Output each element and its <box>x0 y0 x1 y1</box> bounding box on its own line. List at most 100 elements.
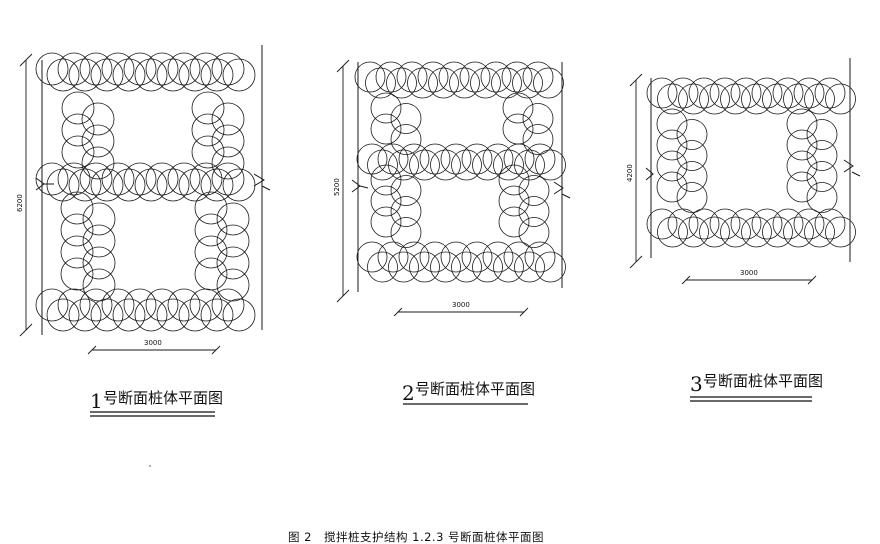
section-3-pile <box>656 150 688 182</box>
section-2-pile <box>524 241 556 273</box>
section-1-pile <box>145 52 179 86</box>
section-1-pile <box>123 288 157 322</box>
section-3-pile <box>814 77 846 109</box>
section-2-pile <box>417 61 449 93</box>
section-3-pile <box>657 83 688 115</box>
section-2-pile <box>386 67 417 99</box>
section-1-pile <box>82 224 116 258</box>
section-1-pile <box>167 52 201 86</box>
section-1-pile <box>81 146 115 180</box>
section-1-pile <box>46 298 80 332</box>
section-1-pile <box>57 288 91 322</box>
section-2-pile <box>438 61 470 93</box>
section-1-pile <box>145 162 179 196</box>
section-2-pile <box>482 241 514 273</box>
section-2-pile <box>365 67 396 99</box>
section-1-pile <box>90 58 124 92</box>
section-3-pile <box>751 77 783 109</box>
section-3-pile <box>720 216 751 248</box>
section-3-pile <box>730 208 762 240</box>
section-3-pile <box>657 216 688 248</box>
section-1-pile <box>101 52 135 86</box>
section-3-width-label: 3000 <box>740 269 758 277</box>
section-3-pile <box>699 216 730 248</box>
section-2-pile <box>390 175 422 206</box>
section-2-title-text: 号断面桩体平面图 <box>415 380 535 398</box>
section-2-pile <box>375 61 407 93</box>
section-1-pile <box>134 168 168 202</box>
section-1-pile <box>81 102 115 136</box>
section-2-pile <box>370 92 402 124</box>
section-2-pile <box>440 143 472 175</box>
section-1-pile <box>68 58 102 92</box>
section-2-pile <box>390 124 422 155</box>
section-2-pile <box>535 251 566 283</box>
section-3-pile <box>709 208 741 240</box>
section-1-pile <box>101 288 135 322</box>
section-3-pile <box>786 150 818 182</box>
section-1-pile <box>35 162 69 196</box>
section-1-pile <box>61 135 95 169</box>
section-2-pile <box>396 61 428 93</box>
section-2-pile <box>498 185 530 217</box>
section-1-pile <box>156 58 190 92</box>
stray-dot <box>149 465 151 467</box>
section-3-pile <box>656 108 688 140</box>
section-1-pile <box>90 168 124 202</box>
section-1-pile <box>60 191 94 225</box>
section-2-pile <box>419 241 451 273</box>
section-1-depth-label: 6200 <box>16 194 24 212</box>
section-2-pile <box>522 124 554 155</box>
section-3-pile <box>667 208 699 240</box>
section-1-pile <box>222 298 256 332</box>
section-3-pile <box>676 182 708 213</box>
section-3-pile <box>678 216 709 248</box>
section-3-pile <box>741 83 772 115</box>
section-1-pile <box>216 268 250 302</box>
section-3-pile <box>676 161 708 192</box>
section-2-pile <box>451 251 482 283</box>
section-1-pile <box>167 162 201 196</box>
section-2-pile <box>522 103 554 134</box>
section-1-pile <box>79 52 113 86</box>
section-1-pile <box>211 124 245 158</box>
section-2-pile <box>419 143 451 175</box>
section-2-pile <box>377 241 409 273</box>
section-1-pile <box>194 191 228 225</box>
section-1-width-tick-right <box>211 345 221 355</box>
section-1-pile <box>191 91 225 125</box>
section-3-pile <box>688 77 720 109</box>
section-2-plan: 5200 3000 2 号断面桩体平面图 <box>333 59 571 405</box>
section-3-pile <box>688 208 720 240</box>
section-3-pile <box>786 171 818 203</box>
section-1-plan: 6200 3000 1 号断面桩体平面图 <box>16 45 271 417</box>
section-3-pile <box>825 83 856 115</box>
section-2-pile <box>461 241 493 273</box>
section-2-pile <box>428 67 459 99</box>
section-3-pile <box>656 171 688 203</box>
section-3-pile <box>806 182 838 213</box>
section-1-pile <box>112 58 146 92</box>
section-1-pile <box>156 168 190 202</box>
section-1-pile <box>178 298 212 332</box>
section-2-pile <box>370 164 402 196</box>
section-2-pile <box>370 113 402 145</box>
section-2-pile <box>390 103 422 134</box>
section-2-pile <box>518 175 550 206</box>
section-2-piles <box>354 61 566 283</box>
section-2-pile <box>502 92 534 124</box>
section-1-title-number: 1 <box>90 389 103 413</box>
section-1-piles <box>35 52 256 332</box>
section-3-pile <box>676 119 708 150</box>
section-1-pile <box>112 168 146 202</box>
section-2-width-label: 3000 <box>452 301 470 309</box>
section-3-pile <box>772 208 804 240</box>
section-1-width-label: 3000 <box>144 339 162 347</box>
section-3-piles <box>646 77 856 248</box>
section-1-pile <box>189 162 223 196</box>
section-3-pile <box>676 140 708 171</box>
section-1-pile <box>68 298 102 332</box>
section-1-pile <box>167 288 201 322</box>
section-1-pile <box>211 162 245 196</box>
section-1-pile <box>145 288 179 322</box>
